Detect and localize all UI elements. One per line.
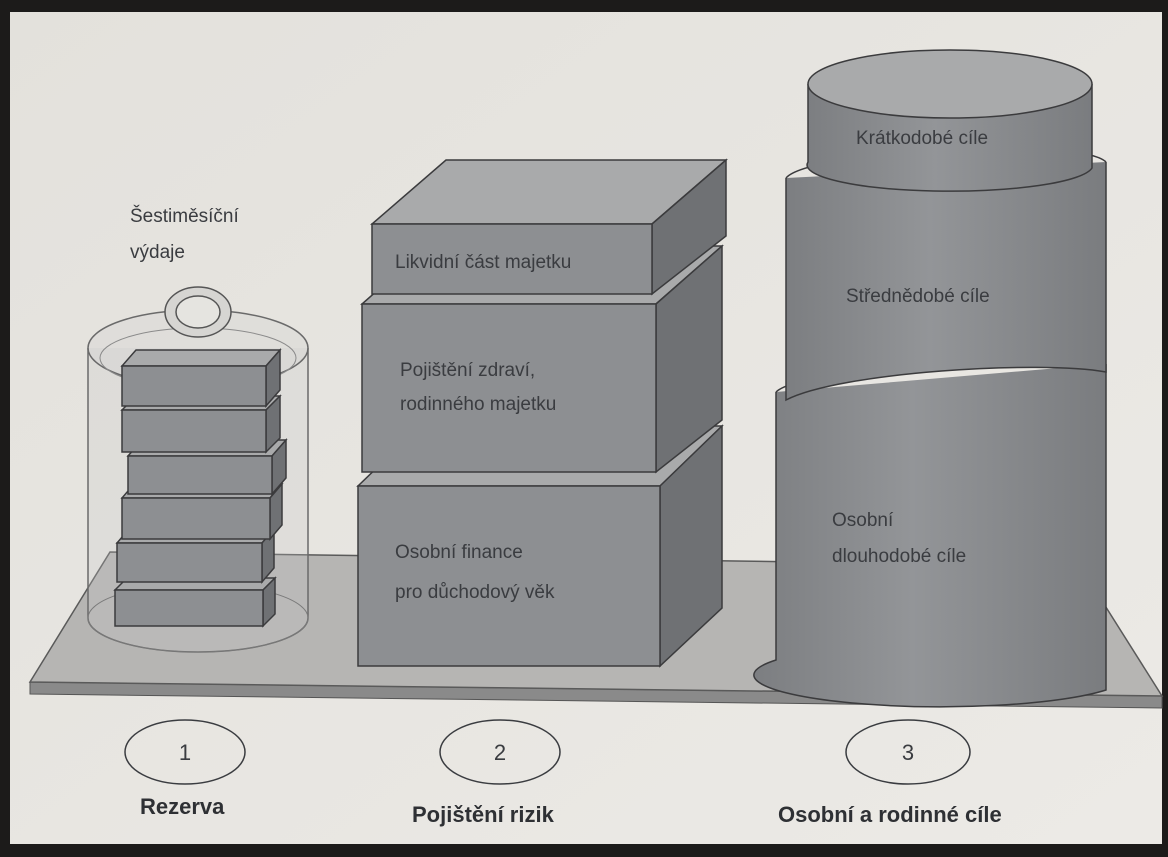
goals-cylinder-bottom [753, 352, 1107, 708]
number-3: 3 [902, 740, 914, 765]
reserve-blocks [113, 348, 288, 628]
number-oval-1: 1 [124, 719, 246, 785]
risk-top-label: Likvidní část majetku [395, 252, 571, 273]
reserve-top-label: Šestiměsíční [130, 205, 239, 227]
risk-box-top [369, 158, 729, 296]
reserve-block [120, 348, 282, 408]
reserve-top-label-line2: výdaje [130, 242, 185, 263]
number-oval-3: 3 [845, 719, 971, 785]
goals-middle-label: Střednědobé cíle [846, 286, 990, 307]
caption-risk: Pojištění rizik [412, 802, 555, 827]
goals-top-label: Krátkodobé cíle [856, 128, 988, 149]
goals-bottom-label: Osobní [832, 510, 894, 531]
number-oval-2: 2 [439, 719, 561, 785]
risk-bottom-label: Osobní finance [395, 542, 523, 563]
caption-reserve: Rezerva [140, 794, 225, 819]
jar-knob [164, 286, 232, 338]
goals-bottom-label-line2: dlouhodobé cíle [832, 546, 966, 567]
goals-cylinder-top [806, 49, 1093, 192]
number-1: 1 [179, 740, 191, 765]
risk-middle-label: Pojištění zdraví, [400, 360, 535, 381]
caption-goals: Osobní a rodinné cíle [778, 802, 1002, 827]
risk-bottom-label-line2: pro důchodový věk [395, 582, 555, 603]
number-2: 2 [494, 740, 506, 765]
reserve-block [113, 576, 277, 628]
risk-middle-label-line2: rodinného majetku [400, 394, 556, 415]
